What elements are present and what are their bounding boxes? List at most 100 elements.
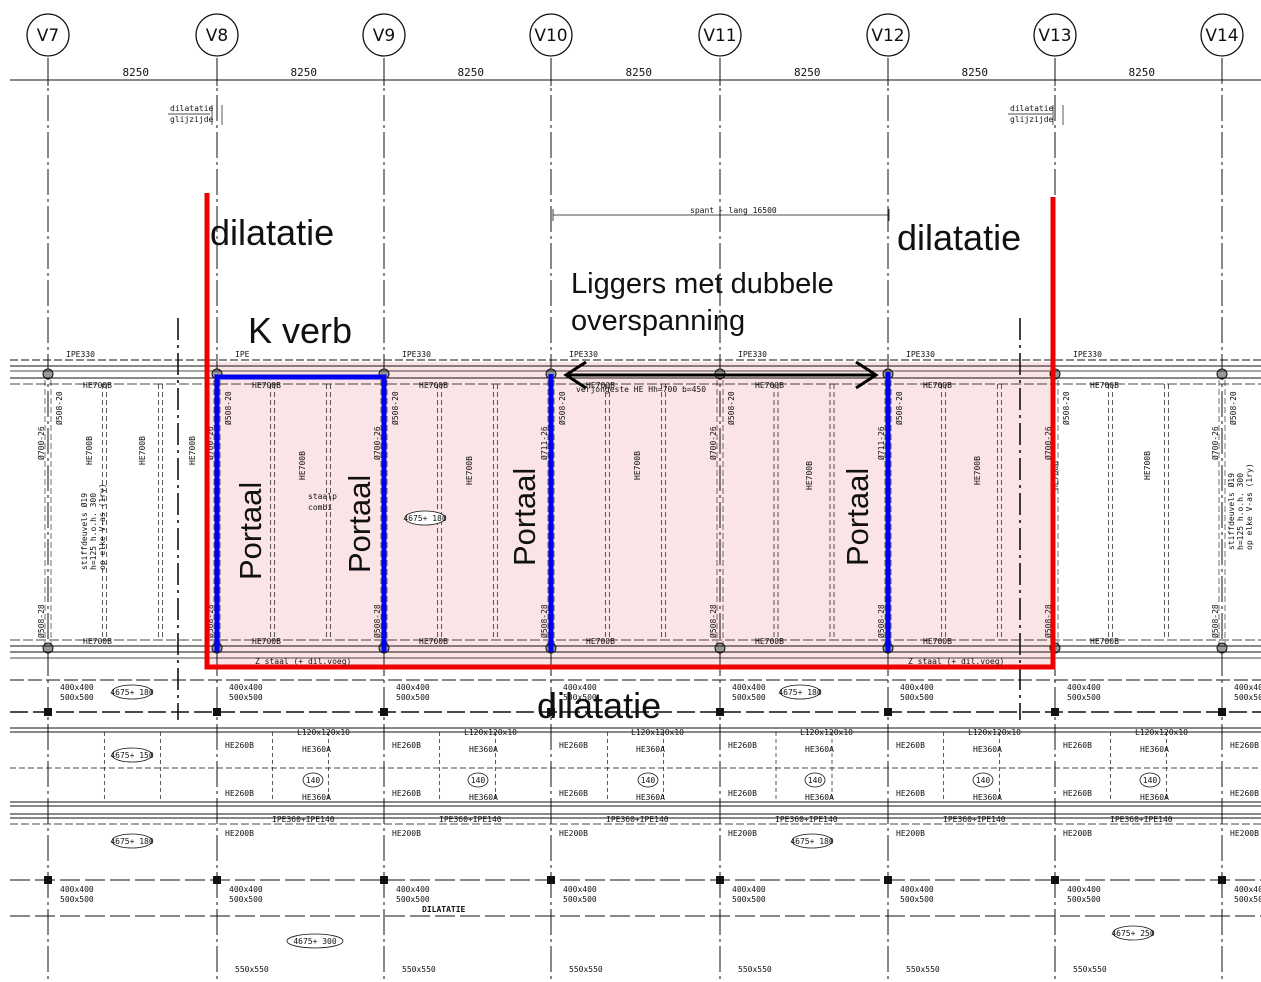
span-dimension: 8250 <box>626 66 653 79</box>
section-tag: 4675+ 150 <box>110 747 154 763</box>
span-arrow <box>563 360 879 390</box>
ipe-combo-label: IPE360+IPE140 <box>606 815 669 824</box>
he700b-label-top: HE700B <box>419 381 448 390</box>
ipe330-label: IPE330 <box>66 350 95 359</box>
ipe-combo-label: IPE360+IPE140 <box>1110 815 1173 824</box>
section-tag: 4675+ 250 <box>1111 925 1155 941</box>
ipe330-label: IPE330 <box>402 350 431 359</box>
section-tag: 140 <box>972 772 994 788</box>
portaal-label-2: Portaal <box>342 475 377 573</box>
column-500-label: 500x500 <box>60 693 94 702</box>
diameter-label-2: Ø508-20 <box>726 391 736 425</box>
spant-dimension <box>552 209 890 221</box>
he700b-label-bottom: HE700B <box>923 637 952 646</box>
he260b-label: HE260B <box>1230 789 1259 798</box>
he260b-label: HE260B <box>559 789 588 798</box>
angle-label: L120x120x10 <box>1135 728 1188 737</box>
dilatatie-small-label: DILATATIE <box>422 905 466 914</box>
axis-label: V11 <box>703 26 736 46</box>
column-400-label: 400x400 <box>60 683 94 692</box>
svg-text:stiffdeuvels Ø19: stiffdeuvels Ø19 <box>79 493 89 570</box>
he360a-label: HE360A <box>469 793 498 802</box>
svg-text:dilatatie: dilatatie <box>1010 104 1054 113</box>
diameter-label-2: Ø508-20 <box>557 391 567 425</box>
column-500-label: 500x500 <box>900 895 934 904</box>
dilatatie-label-bottom: dilatatie <box>537 685 661 726</box>
svg-text:4675+ 300: 4675+ 300 <box>293 937 337 946</box>
svg-text:4675+ 180: 4675+ 180 <box>110 837 154 846</box>
diameter-label-top: Ø700-26 <box>1210 426 1220 460</box>
dilatation-marks: dilatatie glijzijde dilatatie glijzijde <box>168 104 1064 125</box>
column-node <box>1216 368 1228 380</box>
he200b-label: HE200B <box>1230 829 1259 838</box>
diameter-label-2: Ø508-20 <box>894 391 904 425</box>
he260b-label: HE260B <box>1230 741 1259 750</box>
dilatation-outline <box>204 193 1056 670</box>
svg-text:4675+ 180: 4675+ 180 <box>790 837 834 846</box>
column-500-label: 500x500 <box>1234 693 1261 702</box>
staal-label-left: Z staal (+ dil.voeg) <box>255 657 351 666</box>
he700b-vertical-label: HE700B <box>805 461 814 490</box>
he700b-label-top: HE700B <box>755 381 784 390</box>
axis-bubble-v13: V13 <box>1033 13 1077 57</box>
column-400-label: 400x400 <box>563 683 597 692</box>
column-500-label: 500x500 <box>1067 895 1101 904</box>
column-500-label: 500x500 <box>396 693 430 702</box>
column-500-label: 500x500 <box>396 895 430 904</box>
axis-label: V10 <box>534 26 567 46</box>
svg-text:140: 140 <box>641 776 656 785</box>
column-400-label: 400x400 <box>396 885 430 894</box>
svg-text:140: 140 <box>976 776 991 785</box>
svg-text:op elke V-as (1ry): op elke V-as (1ry) <box>98 483 107 570</box>
he700b-label-bottom: HE700B <box>1090 637 1119 646</box>
he360a-label: HE360A <box>302 745 331 754</box>
section-tags: 4675+ 180 4675+ 180 4675+ 180 4675+ 150 4675… <box>110 510 1161 949</box>
combi-label: combi <box>308 503 332 512</box>
stiffener-notes: stiffdeuvels Ø19 h=125 h.o.h. 300 op elk… <box>79 463 1254 570</box>
section-tag: 140 <box>637 772 659 788</box>
diameter-label-top: Ø700-26 <box>1043 426 1053 460</box>
he260b-label: HE260B <box>728 789 757 798</box>
svg-text:140: 140 <box>306 776 321 785</box>
he700b-vertical-label: HE700B <box>85 436 94 465</box>
svg-text:4675+ 150: 4675+ 150 <box>110 751 154 760</box>
column-400-label: 400x400 <box>563 885 597 894</box>
column-400-label: 400x400 <box>60 885 94 894</box>
diameter-label-top: Ø700-26 <box>36 426 46 460</box>
he700b-vertical-label: HE700B <box>138 436 147 465</box>
he260b-label: HE260B <box>728 741 757 750</box>
diameter-label-2: Ø508-20 <box>1228 391 1238 425</box>
column-550-label: 550x550 <box>1073 965 1107 974</box>
he700b-label-bottom: HE700B <box>586 637 615 646</box>
dilatation-zone-fill <box>207 362 1055 667</box>
he700b-label-bottom: HE700B <box>252 637 281 646</box>
column-500-label: 500x500 <box>900 693 934 702</box>
he360a-label: HE360A <box>302 793 331 802</box>
staal-label-right: Z staal (+ dil.voeg) <box>908 657 1004 666</box>
column-500-label: 500x500 <box>229 693 263 702</box>
svg-text:4675+ 180: 4675+ 180 <box>110 688 154 697</box>
column-500-label: 500x500 <box>732 693 766 702</box>
svg-text:op elke V-as (1ry): op elke V-as (1ry) <box>1245 463 1254 550</box>
he260b-label: HE260B <box>896 789 925 798</box>
diameter-label-2: Ø508-20 <box>1061 391 1071 425</box>
he260b-label: HE260B <box>392 789 421 798</box>
axis-bubble-v12: V12 <box>866 13 910 57</box>
diameter-label-bottom: Ø508-28 <box>36 604 46 638</box>
he700b-vertical-label: HE700B <box>973 456 982 485</box>
column-500-label: 500x500 <box>563 693 597 702</box>
he700b-vertical-label: HE700B <box>465 456 474 485</box>
he260b-label: HE260B <box>225 789 254 798</box>
svg-text:dilatatie: dilatatie <box>170 104 214 113</box>
ipe-combo-label: IPE360+IPE140 <box>943 815 1006 824</box>
he360a-label: HE360A <box>805 793 834 802</box>
column-550-label: 550x550 <box>402 965 436 974</box>
axis-bubble-v7: V7 <box>26 13 70 57</box>
he700b-vertical-label: HE700B <box>633 451 642 480</box>
section-tag: 140 <box>1139 772 1161 788</box>
he200b-label: HE200B <box>225 829 254 838</box>
diameter-label-top: Ø711-26 <box>876 426 886 460</box>
he200b-label: HE200B <box>728 829 757 838</box>
he700b-label-top: HE700B <box>1090 381 1119 390</box>
